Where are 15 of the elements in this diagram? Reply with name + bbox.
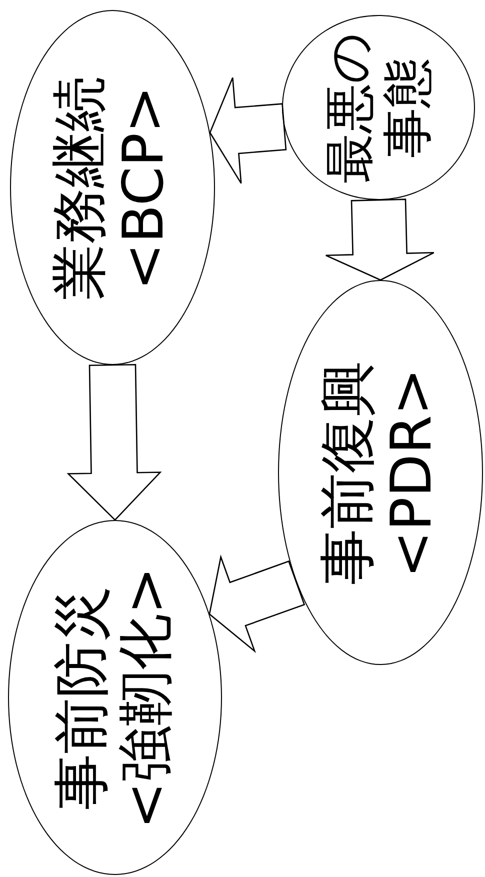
block-arrow [209, 77, 287, 184]
node-label: 業務継続 [48, 76, 112, 300]
node-label: <PDR> [380, 368, 445, 578]
ellipse-node [8, 520, 222, 875]
ellipse-node [282, 15, 475, 200]
node-label: 最悪の事態 [321, 31, 436, 185]
ellipse-node [10, 10, 215, 365]
node-label: 事前防災 [50, 586, 115, 810]
node-label: <強靭化> [115, 566, 180, 828]
block-arrow [325, 198, 434, 281]
node-label: <BCP> [112, 85, 177, 290]
block-arrow [66, 364, 162, 521]
block-arrow [208, 554, 306, 654]
node-label: 事前復興 [316, 360, 380, 584]
ellipse-node [278, 280, 483, 665]
